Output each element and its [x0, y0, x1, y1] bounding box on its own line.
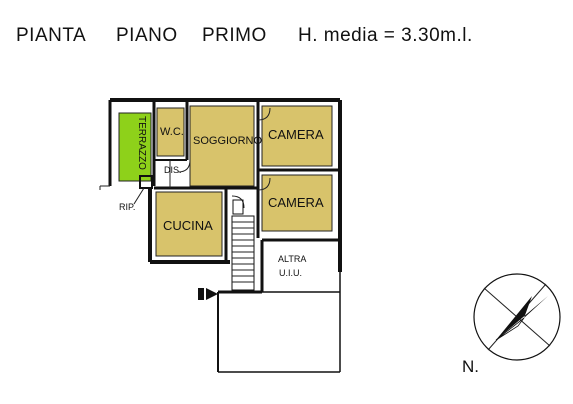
terrace-area	[118, 112, 152, 182]
label-rip: RIP.	[119, 202, 135, 212]
label-uiu: U.I.U.	[279, 268, 302, 278]
door-marks	[169, 107, 271, 209]
header-pianta: PIANTA	[16, 25, 86, 46]
label-wc: W.C.	[160, 126, 184, 138]
label-camera-bottom: CAMERA	[268, 195, 324, 210]
ripostiglio-box	[139, 175, 153, 189]
exterior-walls	[99, 98, 342, 373]
interior-walls	[152, 100, 340, 262]
label-terrazzo: TERRAZZO	[136, 116, 147, 170]
compass-north-label: N.	[462, 357, 479, 376]
compass-icon	[473, 273, 561, 361]
room-camera-bottom	[261, 174, 333, 232]
header-primo: PRIMO	[202, 25, 267, 46]
room-cucina	[155, 191, 223, 257]
staircase	[231, 199, 255, 291]
watermark: casa.it	[234, 305, 292, 327]
room-soggiorno	[189, 105, 255, 187]
label-dis: DIS.	[164, 165, 182, 175]
label-camera-top: CAMERA	[268, 127, 324, 142]
label-cucina: CUCINA	[163, 218, 213, 233]
header-piano: PIANO	[116, 25, 178, 46]
entrance-arrow-icon	[198, 288, 218, 300]
room-wc	[156, 107, 185, 157]
label-altra: ALTRA	[278, 254, 306, 264]
room-camera-top	[261, 105, 333, 167]
rip-leader-line	[133, 187, 145, 205]
label-soggiorno: SOGGIORNO	[193, 135, 263, 147]
header-height-note: H. media = 3.30m.l.	[298, 25, 473, 46]
